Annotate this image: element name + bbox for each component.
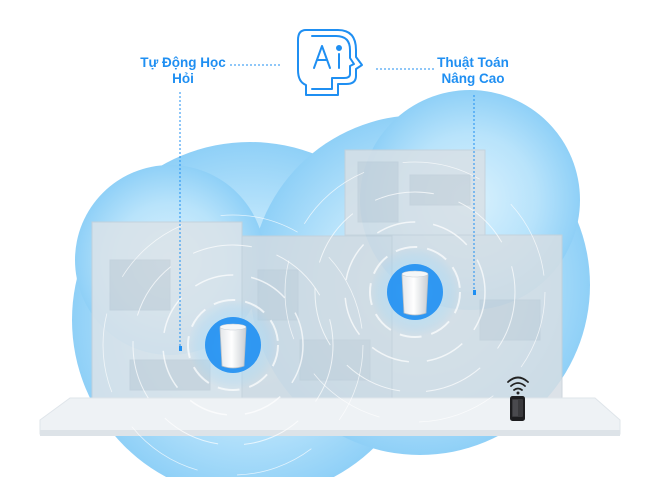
feature-label-line: Nâng Cao <box>441 71 505 86</box>
smartphone-icon <box>510 396 525 421</box>
feature-label-line: Hỏi <box>172 71 194 86</box>
feature-label-line: Tự Động Học <box>140 55 226 70</box>
feature-label-auto-learning: Tự Động Học Hỏi <box>128 55 238 87</box>
feature-label-line: Thuật Toán <box>437 55 509 70</box>
wifi-icon <box>507 376 529 395</box>
connector-ends <box>179 290 476 351</box>
mesh-router-icon <box>205 317 261 373</box>
ai-brain-icon <box>297 29 363 96</box>
mesh-router-icon <box>387 264 443 320</box>
house-base <box>39 397 621 436</box>
connector-lines <box>179 64 475 348</box>
feature-label-advanced-algorithm: Thuật Toán Nâng Cao <box>418 55 528 87</box>
